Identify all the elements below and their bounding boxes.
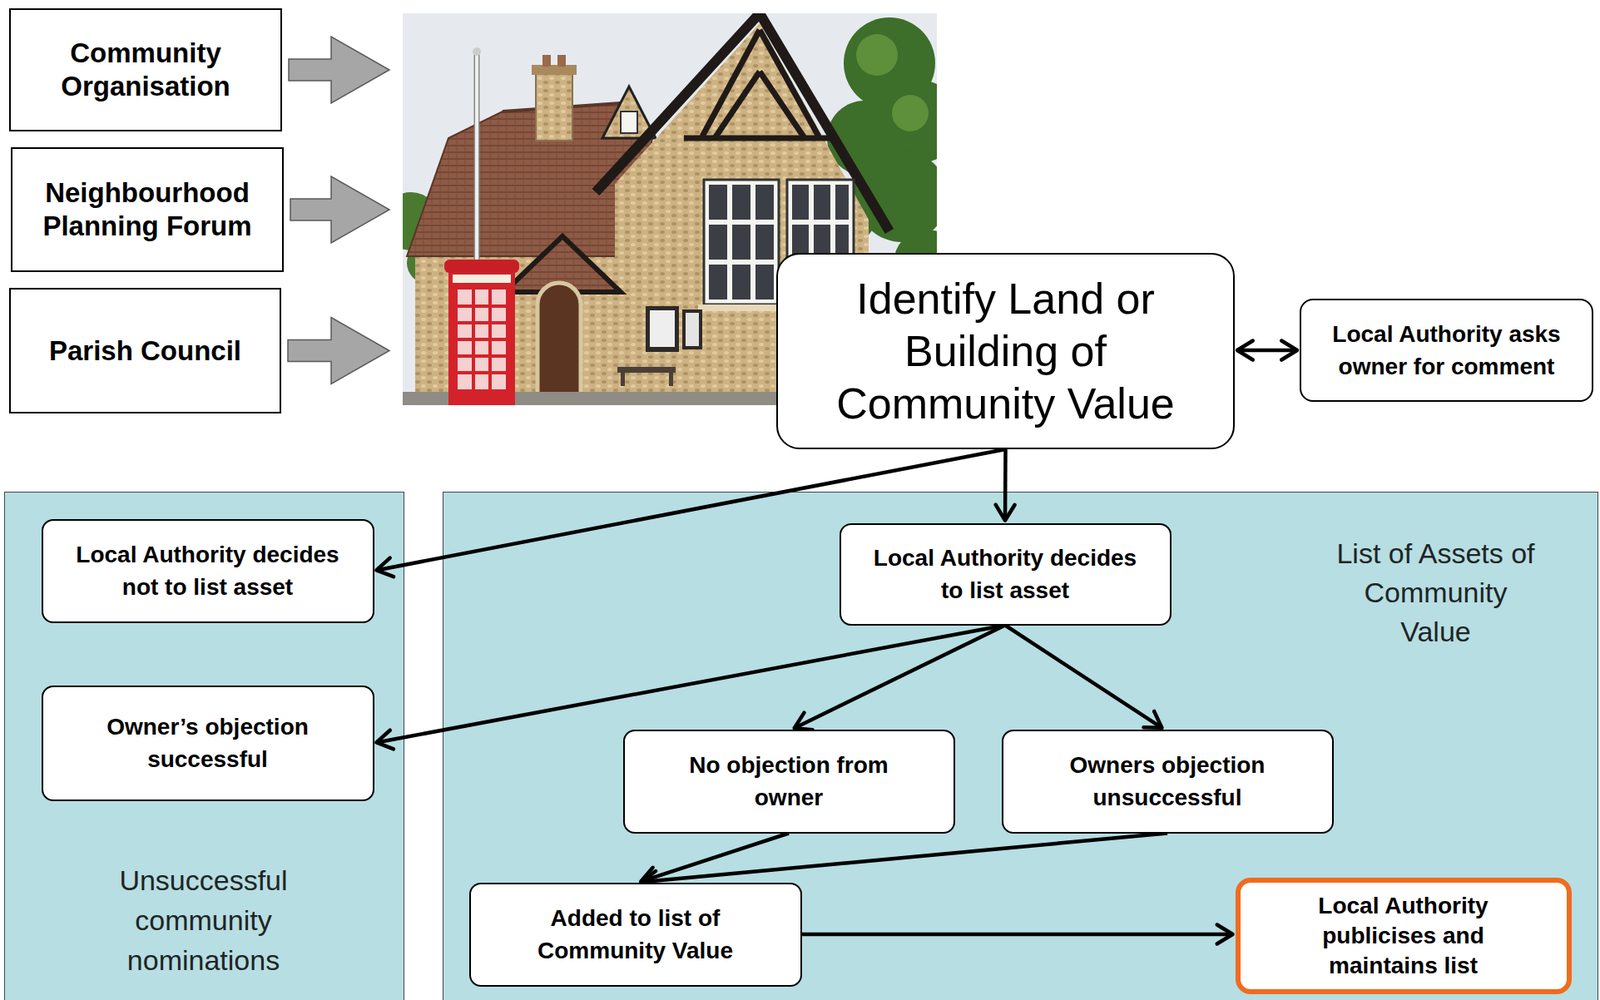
- source-box: Parish Council: [9, 287, 282, 414]
- arrow-head: [794, 713, 813, 731]
- process-box: Local Authority decides not to list asse…: [41, 519, 375, 624]
- connector-line: [794, 625, 1006, 729]
- box-label: Owners objection unsuccessful: [1042, 748, 1293, 814]
- box-label: Neighbourhood Planning Forum: [22, 176, 273, 243]
- block-arrow-shape: [290, 176, 390, 243]
- main-step-box: Identify Land or Building of Community V…: [776, 252, 1235, 450]
- arrow-head: [1237, 341, 1254, 361]
- connector: [794, 625, 1006, 731]
- box-label: Local Authority decides to list asset: [863, 541, 1147, 607]
- connector: [376, 449, 1006, 577]
- block-arrow-shape: [288, 36, 390, 104]
- process-box: No objection from owner: [623, 729, 956, 834]
- connector-line: [1003, 449, 1008, 521]
- connector-line: [640, 833, 789, 882]
- box-label: Added to list of Community Value: [510, 901, 761, 967]
- process-box: Local Authority asks owner for comment: [1299, 298, 1594, 402]
- connector: [802, 925, 1234, 945]
- arrow-head: [1281, 341, 1298, 361]
- connector-line: [376, 449, 1006, 570]
- flagpole: [472, 47, 481, 272]
- connector-line: [376, 625, 1006, 744]
- outcome-band: Unsuccessful community nominations Local …: [4, 491, 405, 1000]
- box-label: Parish Council: [49, 334, 242, 368]
- arrow-head: [995, 505, 1016, 521]
- source-box: Neighbourhood Planning Forum: [10, 147, 284, 273]
- region-label: Unsuccessful community nominations: [104, 860, 304, 981]
- connector-line: [802, 932, 1234, 937]
- phone-box: [444, 259, 520, 406]
- arrow-head: [376, 558, 394, 578]
- box-label: Owner’s objection successful: [74, 710, 342, 776]
- list-band: List of Assets of Community ValueLocal A…: [442, 491, 1599, 1000]
- process-box: Local Authority decides to list asset: [839, 523, 1172, 626]
- region-label: List of Assets of Community Value: [1327, 534, 1545, 652]
- arrow-head: [376, 730, 394, 750]
- box-label: Local Authority asks owner for comment: [1313, 317, 1581, 383]
- connector: [640, 833, 789, 887]
- box-label: No objection from owner: [663, 748, 914, 814]
- connector: [1237, 341, 1298, 361]
- box-label: Identify Land or Building of Community V…: [822, 272, 1189, 431]
- connector: [1005, 625, 1163, 729]
- block-arrow: [290, 176, 390, 243]
- connector-line: [1005, 625, 1163, 729]
- process-box: Owner’s objection successful: [41, 685, 375, 802]
- arrow-head: [1144, 711, 1163, 729]
- process-box: Owners objection unsuccessful: [1001, 729, 1334, 834]
- source-box: Community Organisation: [9, 8, 283, 132]
- box-label: Local Authority publicises and maintains…: [1278, 891, 1529, 981]
- arrow-head: [640, 867, 659, 887]
- box-label: Community Organisation: [20, 36, 271, 104]
- connector-line: [1237, 348, 1298, 353]
- connector: [376, 625, 1006, 750]
- connector: [640, 833, 1168, 891]
- arrow-head: [640, 871, 658, 891]
- block-arrow-shape: [287, 317, 390, 385]
- connector: [995, 449, 1016, 521]
- block-arrow: [288, 36, 390, 104]
- arrow-head: [1217, 925, 1234, 945]
- block-arrow: [287, 317, 390, 385]
- highlight-box: Local Authority publicises and maintains…: [1235, 877, 1572, 995]
- box-label: Local Authority decides not to list asse…: [66, 538, 350, 604]
- connector-line: [640, 833, 1168, 883]
- process-box: Added to list of Community Value: [469, 882, 803, 987]
